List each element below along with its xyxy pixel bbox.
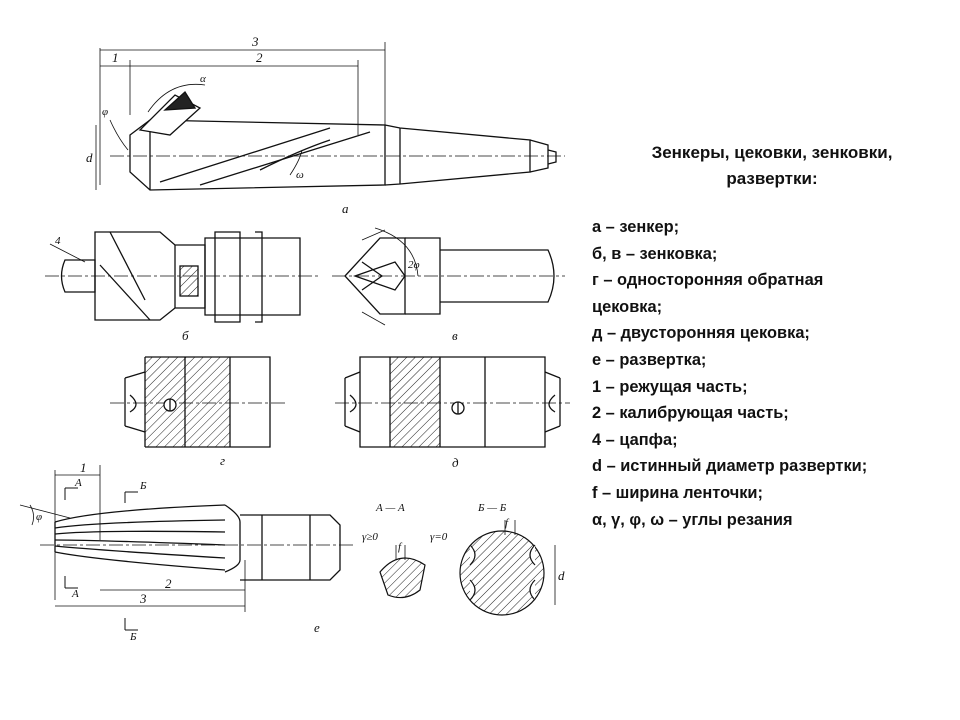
reamer-dim-3-label: 3: [139, 591, 147, 606]
section-bb-title: Б — Б: [477, 502, 507, 514]
legend-panel: Зенкеры, цековки, зенковки, развертки: а…: [592, 140, 952, 533]
section-b-label-top: Б: [139, 480, 147, 492]
gamma-zero-label: γ=0: [430, 531, 448, 543]
trunnion-label: 4: [55, 235, 61, 247]
angle-omega-label: ω: [296, 169, 304, 181]
legend-title-line-2: развертки:: [726, 169, 818, 188]
legend-item-b-v: б, в – зенковка;: [592, 244, 718, 263]
figure-d-caption: д: [452, 455, 459, 470]
legend-item-a: а – зенкер;: [592, 218, 680, 236]
figure-g-spotfacer: [110, 356, 285, 448]
reamer-dim-2-label: 2: [165, 576, 172, 591]
gamma-positive-label: γ≥0: [362, 531, 378, 543]
legend-title: Зенкеры, цековки, зенковки, развертки:: [592, 140, 952, 192]
legend-item-angles: α, γ, φ, ω – углы резания: [592, 510, 793, 529]
section-bb: [459, 520, 556, 616]
reamer-diameter-label: d: [558, 568, 565, 583]
angle-alpha-label: α: [200, 73, 206, 85]
reamer-angle-phi-label: φ: [36, 511, 42, 523]
figure-b-caption: б: [182, 328, 189, 343]
figure-e-reamer: [19, 465, 355, 631]
legend-item-e: е – развертка;: [592, 350, 707, 369]
legend-item-g: г – односторонняя обратная: [592, 271, 824, 290]
dim-2-label: 2: [256, 50, 263, 65]
legend-title-line-1: Зенкеры, цековки, зенковки,: [651, 143, 893, 162]
legend-item-diameter: d – истинный диаметр развертки;: [592, 457, 868, 476]
legend-item-land: f – ширина ленточки;: [592, 483, 763, 502]
dim-1-label: 1: [112, 50, 119, 65]
legend-list: а – зенкер; б, в – зенковка; г – односто…: [592, 214, 952, 533]
section-b-label-bottom: Б: [129, 631, 137, 643]
figure-g-caption: г: [220, 453, 225, 468]
angle-phi-label: φ: [102, 106, 108, 118]
section-aa-title: А — А: [375, 502, 405, 514]
angle-2phi-label: 2φ: [408, 259, 420, 271]
figure-b-countersink: [45, 231, 320, 323]
diameter-label: d: [86, 150, 93, 165]
land-width-label-bb: f: [505, 517, 510, 529]
figure-v-countersink: [332, 227, 565, 326]
legend-item-g-cont: цековка;: [592, 297, 663, 316]
section-a-label-bottom: А: [71, 588, 79, 600]
figure-a-caption: а: [342, 201, 349, 216]
legend-item-d: д – двусторонняя цековка;: [592, 324, 810, 343]
tool-drawings: 3 1 2 α φ ω d а 4 б 2φ в: [19, 34, 570, 643]
section-aa: [379, 545, 426, 599]
dim-3-label: 3: [251, 34, 259, 49]
figure-e-caption: е: [314, 620, 320, 635]
figure-v-caption: в: [452, 328, 458, 343]
reamer-dim-1-label: 1: [80, 460, 87, 475]
legend-item-1: 1 – режущая часть;: [592, 377, 748, 396]
legend-item-2: 2 – калибрующая часть;: [592, 404, 789, 423]
land-width-label-aa: f: [398, 541, 403, 553]
figure-d-spotfacer: [335, 356, 570, 448]
section-a-label-top: А: [74, 477, 82, 489]
legend-item-4: 4 – цапфа;: [592, 430, 678, 449]
figure-a-countersink: [95, 42, 565, 191]
